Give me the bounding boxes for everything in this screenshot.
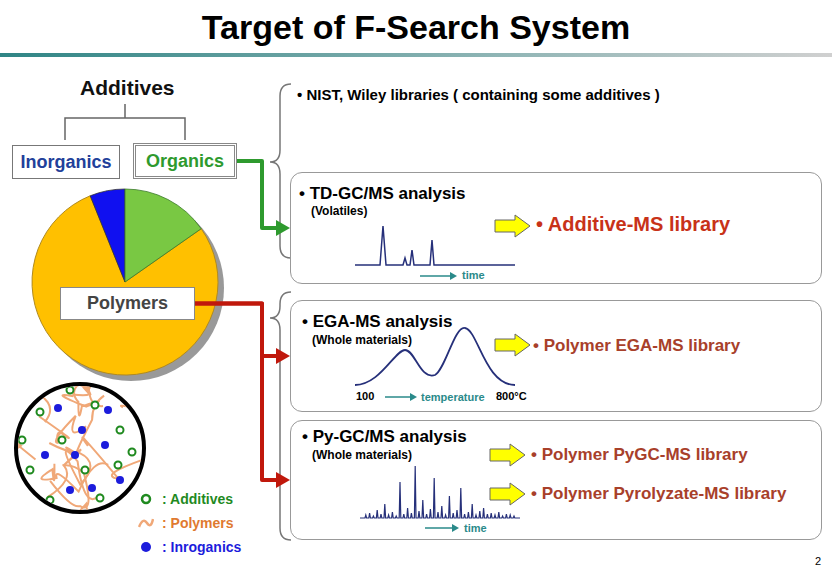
additive-dot [129,449,136,456]
panel-text: • Additive-MS library [536,213,730,236]
panel-text: • TD-GC/MS analysis [299,184,466,204]
inorganic-dot [116,476,124,484]
inorganic-dot [104,406,112,414]
polymer-chain [0,359,50,422]
axis-arrowhead [410,393,417,401]
panel-text: (Whole materials) [312,334,412,348]
polymer-chain [49,443,101,499]
additive-dot [19,437,26,444]
legend-sample [138,515,154,531]
analysis-panel: • TD-GC/MS analysis(Volatiles) time • Addi… [290,172,822,284]
legend-text: : Additives [162,491,233,507]
box-text: Polymers [87,293,168,314]
panel-text: 100 [356,390,374,403]
inorganic-dot [71,451,79,459]
yellow-arrow [490,444,525,466]
inorganic-dot [78,426,86,434]
note-text: • NIST, Wiley libraries ( containing som… [297,86,660,103]
group-heading: Additives [80,76,175,100]
polymer-chain [117,314,149,399]
additive-dot [47,497,54,504]
panel-text: • EGA-MS analysis [302,312,453,332]
brace [270,84,291,258]
inorganic-dot [66,486,74,494]
connector-line [195,304,278,481]
polymer-chain [51,350,90,396]
connector [195,304,290,365]
panel-text: • Polymer Pyrolyzate-MS library [531,484,786,504]
legend-sample [138,491,154,507]
axis-arrowhead [452,524,459,532]
title: Target of F-Search System [0,8,832,47]
legend-row: : Inroganics [138,538,241,556]
box-text: Inorganics [20,152,111,173]
additives-bracket [65,104,185,140]
material-contents [0,314,163,558]
panel-text: temperature [421,391,485,404]
title-rule [0,53,832,57]
page-number: 2 [815,555,821,568]
sample-ring [142,495,150,503]
brace [270,292,291,540]
box-text: Organics [146,151,224,172]
panel-text: 800°C [496,390,527,403]
additive-dot [92,402,99,409]
polymer-chain [121,362,150,413]
category-box: Organics [133,143,237,179]
connector-line [195,304,278,357]
legend-swatch [141,542,151,552]
arrowhead [276,348,290,364]
analysis-panel: • EGA-MS analysis (Whole materials) 100 tem… [290,300,822,412]
inorganic-dot [41,451,49,459]
polymer-chain [0,430,35,475]
additive-dot [117,427,124,434]
axis-arrowhead [450,272,457,280]
pie-inorganics [90,189,125,282]
additive-dot [82,467,89,474]
additive-dot [37,409,44,416]
axis-arrow [385,396,410,398]
connector [195,304,290,489]
arrowhead [276,220,290,236]
category-box: Polymers [60,287,195,320]
axis-arrow [425,527,452,529]
arrowhead [276,472,290,488]
panel-text: • Py-GC/MS analysis [302,427,467,447]
yellow-arrows [490,215,530,505]
connector-line [237,161,278,228]
pie-organics [125,189,201,282]
panel-text: • Polymer EGA-MS library [533,336,740,356]
legend-row: : Additives [138,490,233,508]
panel-text: time [464,522,487,535]
panel-text: (Whole materials) [312,449,412,463]
additive-dot [59,437,66,444]
yellow-arrow [495,334,530,356]
inorganic-dot [101,441,109,449]
connector [237,161,290,236]
legend-row: : Polymers [138,514,234,532]
additive-dot [115,462,122,469]
panel-text: • Polymer PyGC-MS library [531,445,748,465]
panel-text: (Volatiles) [311,205,367,219]
sample-wave [139,519,153,527]
polymer-chain [82,423,162,479]
axis-arrow [420,275,450,277]
yellow-arrow [490,483,525,505]
legend-text: : Inroganics [162,539,241,555]
inorganic-dot [88,484,96,492]
chromatogram [355,226,515,265]
inorganic-dot [54,404,62,412]
polymer-chain [41,463,108,491]
polymer-chain [31,497,116,557]
additive-dot [97,495,104,502]
polymer-chain [34,365,103,406]
analysis-panel: • Py-GC/MS analysis (Whole materials) time… [290,420,822,540]
category-box: Inorganics [12,145,120,179]
panel-text: time [462,269,485,282]
additive-dot [67,387,74,394]
yellow-arrow [495,215,530,237]
additive-dot [27,467,34,474]
legend-text: : Polymers [162,515,234,531]
